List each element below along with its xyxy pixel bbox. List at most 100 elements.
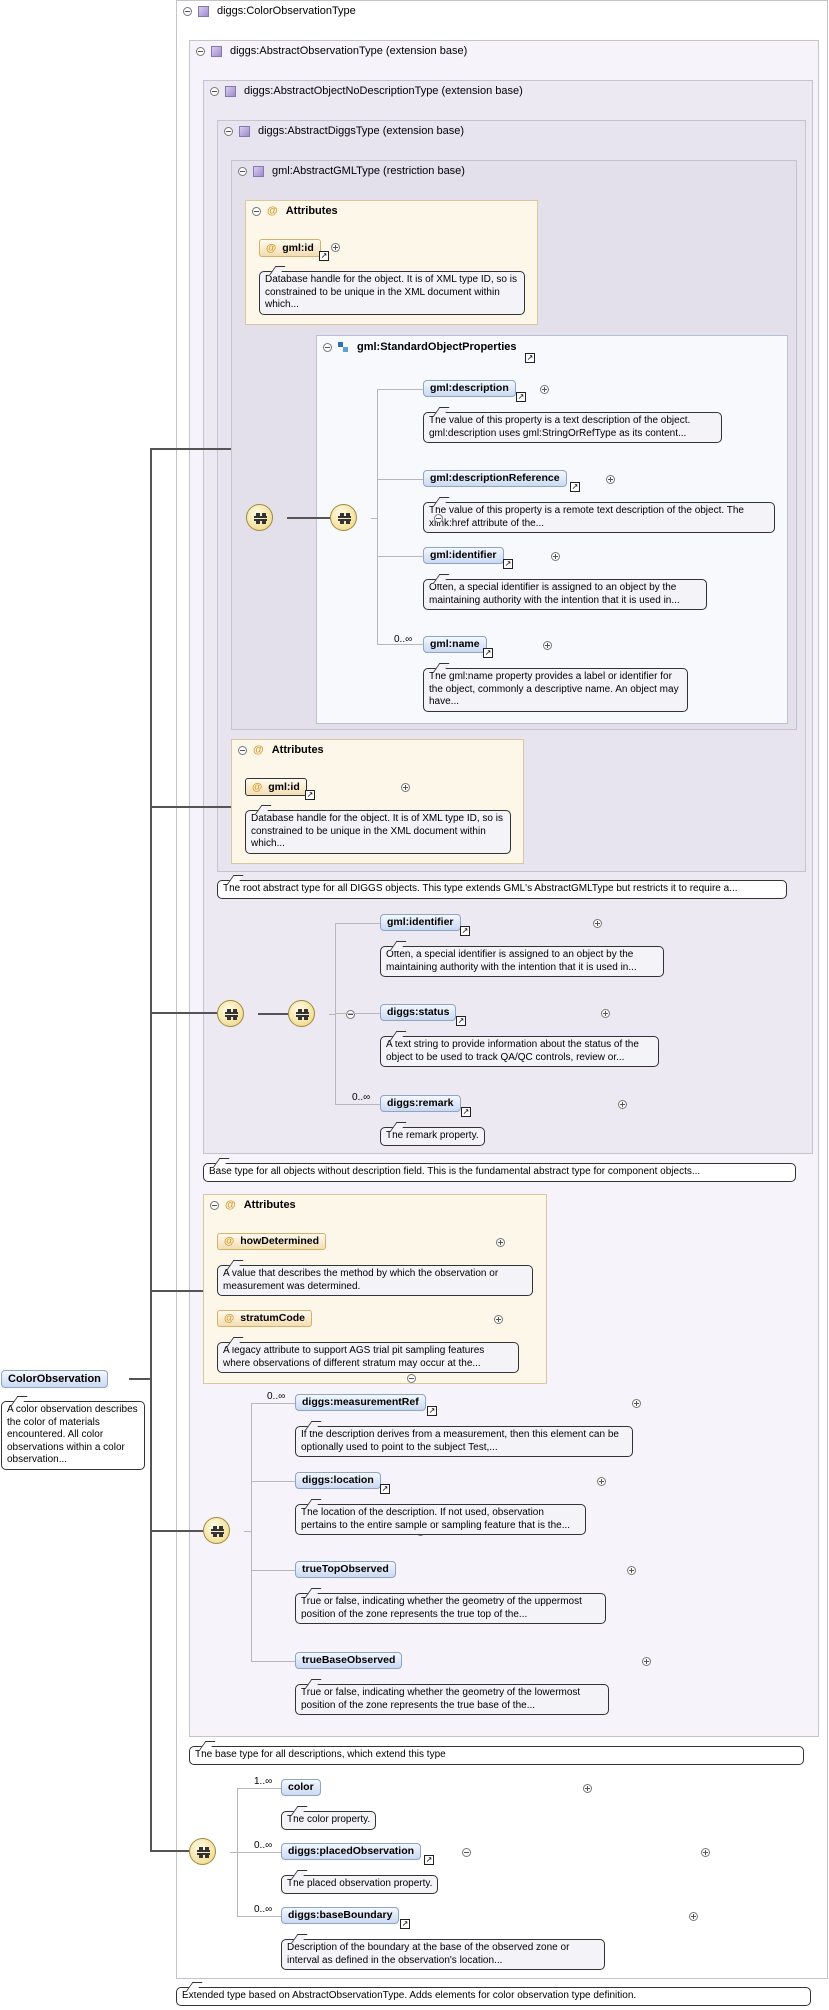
attributes-title: Attributes <box>243 1199 296 1211</box>
gml-description-reference-desc: The value of this property is a remote t… <box>423 502 775 534</box>
collapse-icon[interactable] <box>183 6 192 16</box>
collapse-icon[interactable] <box>224 126 233 136</box>
link-arrow-icon[interactable]: ↗ <box>380 1484 390 1494</box>
expand-icon[interactable] <box>551 552 561 561</box>
expand-icon[interactable] <box>592 919 602 928</box>
collapse-icon[interactable] <box>196 46 205 56</box>
link-arrow-icon[interactable]: ↗ <box>483 648 493 658</box>
diggs-location-desc: The location of the description. If not … <box>295 1504 586 1536</box>
element-gml-identifier[interactable]: gml:identifier <box>380 914 461 931</box>
link-arrow-icon[interactable]: ↗ <box>427 1406 437 1416</box>
link-arrow-icon[interactable]: ↗ <box>503 559 513 569</box>
stratum-code-desc: A legacy attribute to support AGS trial … <box>217 1342 519 1374</box>
collapse-icon[interactable] <box>252 206 261 216</box>
element-gml-description-reference[interactable]: gml:descriptionReference <box>423 470 567 487</box>
complex-type-icon <box>211 45 222 57</box>
attribute-icon: @ <box>252 780 263 793</box>
element-diggs-measurement-ref[interactable]: diggs:measurementRef <box>295 1394 426 1411</box>
expand-icon[interactable] <box>689 1912 699 1921</box>
element-color-observation[interactable]: ColorObservation <box>1 1370 108 1388</box>
link-arrow-icon[interactable]: ↗ <box>570 482 580 492</box>
group-icon <box>338 341 349 353</box>
type-title: diggs:AbstractDiggsType (extension base) <box>258 125 465 137</box>
expand-icon[interactable] <box>642 1657 652 1666</box>
cardinality-label: 0..∞ <box>394 634 413 645</box>
cardinality-label: 0..∞ <box>352 1092 371 1103</box>
collapse-icon[interactable] <box>406 1374 416 1383</box>
link-arrow-icon[interactable]: ↗ <box>319 251 329 261</box>
link-arrow-icon[interactable]: ↗ <box>525 353 535 363</box>
collapse-icon[interactable] <box>323 342 332 352</box>
attribute-gml-id[interactable]: @gml:id <box>245 778 307 796</box>
diggs-status-desc: A text string to provide information abo… <box>380 1036 659 1068</box>
type-title: diggs:ColorObservationType <box>217 5 356 17</box>
gml-id-description: Database handle for the object. It is of… <box>245 810 511 854</box>
gml-identifier-desc: Often, a special identifier is assigned … <box>423 579 707 611</box>
element-gml-identifier[interactable]: gml:identifier <box>423 547 504 564</box>
collapse-icon[interactable] <box>238 745 247 755</box>
expand-icon[interactable] <box>493 1315 503 1324</box>
link-arrow-icon[interactable]: ↗ <box>400 1919 410 1929</box>
attribute-icon: @ <box>253 744 264 756</box>
expand-icon[interactable] <box>540 385 550 394</box>
expand-icon[interactable] <box>401 783 411 792</box>
sequence-icon[interactable] <box>189 1838 216 1865</box>
collapse-icon[interactable] <box>210 1200 219 1210</box>
expand-icon[interactable] <box>627 1566 637 1575</box>
collapse-icon[interactable] <box>434 514 444 523</box>
link-arrow-icon[interactable]: ↗ <box>424 1855 434 1865</box>
attribute-how-determined[interactable]: @howDetermined <box>217 1233 327 1250</box>
measurement-ref-desc: If the description derives from a measur… <box>295 1426 633 1458</box>
link-arrow-icon[interactable]: ↗ <box>305 790 315 800</box>
attribute-stratum-code[interactable]: @stratumCode <box>217 1310 313 1327</box>
link-arrow-icon[interactable]: ↗ <box>460 926 470 936</box>
expand-icon[interactable] <box>495 1238 505 1247</box>
element-gml-name[interactable]: gml:name <box>423 636 487 653</box>
observation-type-description: The base type for all descriptions, whic… <box>189 1746 804 1765</box>
collapse-icon[interactable] <box>345 1010 355 1019</box>
collapse-icon[interactable] <box>462 1848 472 1857</box>
sequence-icon[interactable] <box>203 1517 230 1544</box>
attribute-icon: @ <box>224 1312 235 1324</box>
expand-icon[interactable] <box>600 1009 610 1018</box>
placed-observation-desc: The placed observation property. <box>281 1875 439 1894</box>
element-diggs-placed-observation[interactable]: diggs:placedObservation <box>281 1843 422 1860</box>
collapse-icon[interactable] <box>210 86 219 96</box>
gml-name-desc: The gml:name property provides a label o… <box>423 668 688 712</box>
complex-type-icon <box>198 5 209 17</box>
sequence-icon[interactable] <box>330 504 357 531</box>
element-true-base-observed[interactable]: trueBaseObserved <box>295 1652 403 1669</box>
sequence-icon[interactable] <box>217 1000 244 1027</box>
true-base-observed-desc: True or false, indicating whether the ge… <box>295 1684 609 1716</box>
complex-type-icon <box>253 165 264 177</box>
element-diggs-remark[interactable]: diggs:remark <box>380 1095 461 1112</box>
expand-icon[interactable] <box>543 641 553 650</box>
element-true-top-observed[interactable]: trueTopObserved <box>295 1561 396 1578</box>
cardinality-label: 0..∞ <box>254 1840 273 1851</box>
element-diggs-location[interactable]: diggs:location <box>295 1472 381 1489</box>
link-arrow-icon[interactable]: ↗ <box>461 1107 471 1117</box>
expand-icon[interactable] <box>597 1477 607 1486</box>
expand-icon[interactable] <box>632 1399 641 1408</box>
sequence-icon[interactable] <box>288 1000 315 1027</box>
expand-icon[interactable] <box>701 1848 711 1857</box>
attribute-icon: @ <box>224 1235 235 1247</box>
expand-icon[interactable] <box>583 1784 593 1793</box>
expand-icon[interactable] <box>617 1100 627 1109</box>
cardinality-label: 0..∞ <box>254 1904 273 1915</box>
color-observation-desc: A color observation describes the color … <box>1 1401 145 1470</box>
collapse-icon[interactable] <box>238 166 247 176</box>
complex-type-icon <box>225 85 236 97</box>
element-diggs-base-boundary[interactable]: diggs:baseBoundary <box>281 1907 400 1924</box>
link-arrow-icon[interactable]: ↗ <box>516 392 526 402</box>
expand-icon[interactable] <box>606 475 616 484</box>
element-diggs-status[interactable]: diggs:status <box>380 1004 457 1021</box>
sequence-icon[interactable] <box>246 504 273 531</box>
element-gml-description[interactable]: gml:description <box>423 380 516 397</box>
link-arrow-icon[interactable]: ↗ <box>456 1016 466 1026</box>
expand-icon[interactable] <box>331 243 340 252</box>
attribute-gml-id[interactable]: @gml:id <box>259 239 321 257</box>
color-type-description: Extended type based on AbstractObservati… <box>176 1987 811 2006</box>
true-top-observed-desc: True or false, indicating whether the ge… <box>295 1593 606 1625</box>
element-color[interactable]: color <box>281 1779 321 1796</box>
